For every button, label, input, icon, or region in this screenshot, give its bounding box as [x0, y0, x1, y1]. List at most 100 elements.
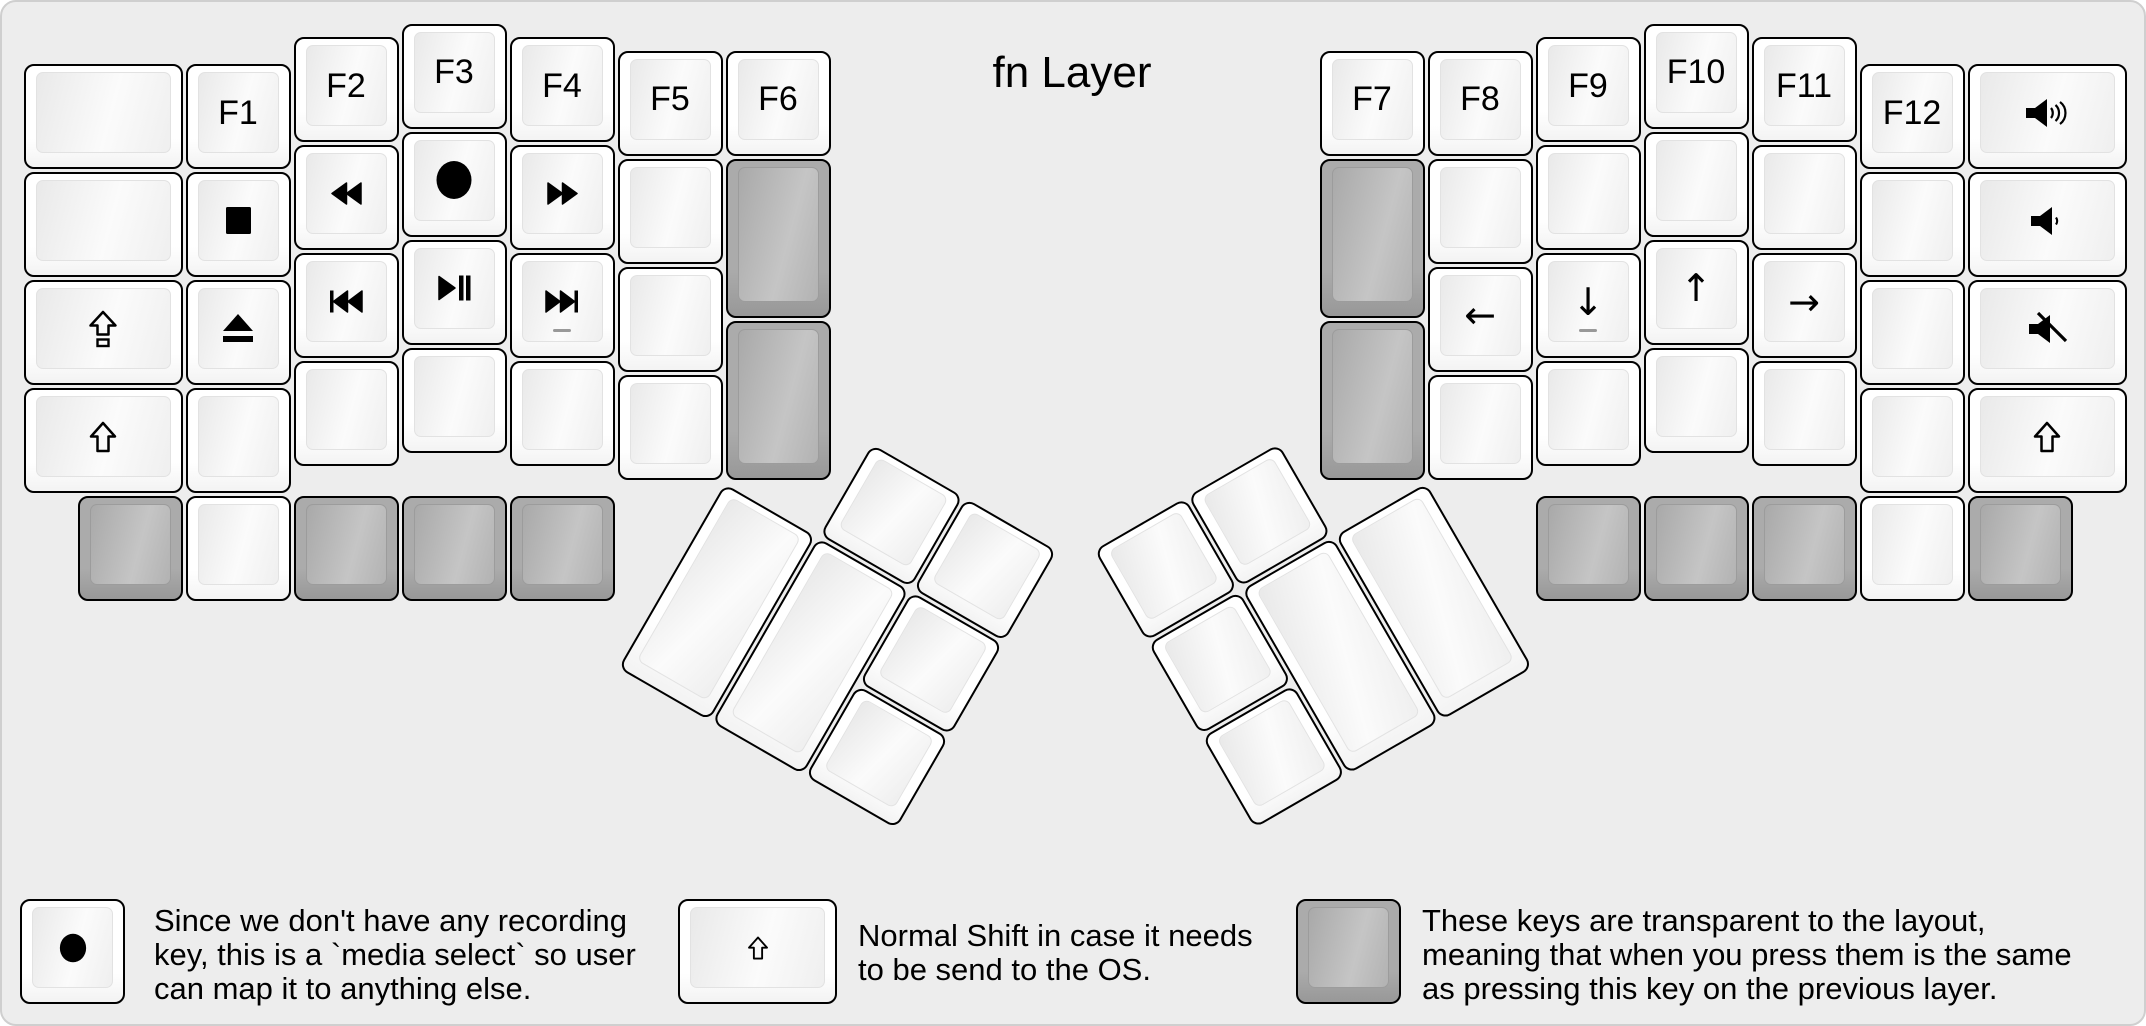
key-transparent[interactable] — [77, 496, 183, 601]
rewind-icon — [330, 182, 362, 205]
keycap-face — [629, 166, 711, 248]
key-blank[interactable] — [1535, 361, 1641, 466]
keycap-face — [1979, 396, 2115, 477]
keycap-face — [32, 907, 113, 988]
key-volume-up[interactable] — [1967, 64, 2127, 169]
keycap-face — [737, 328, 819, 464]
key-blank[interactable] — [1643, 347, 1749, 453]
arrow-left-icon: ← — [1464, 293, 1496, 337]
key-rewind[interactable] — [293, 145, 399, 250]
key-transparent[interactable] — [1643, 496, 1749, 601]
key-arrow-right[interactable]: → — [1751, 253, 1857, 358]
key-blank[interactable] — [1859, 172, 1965, 277]
keycap-face — [1871, 504, 1953, 585]
previous-track-icon — [329, 290, 363, 313]
key-blank[interactable] — [1427, 158, 1533, 264]
key-f11[interactable]: F11 — [1751, 37, 1857, 142]
keycap-face — [1979, 288, 2115, 369]
key-label: F1 — [218, 93, 258, 132]
keycap-face — [305, 153, 387, 234]
key-blank[interactable] — [185, 496, 291, 601]
keycap-face: F6 — [737, 58, 819, 140]
keycap-face — [1201, 456, 1313, 568]
keycap-face: F4 — [521, 45, 603, 126]
key-transparent[interactable] — [509, 496, 615, 601]
key-f8[interactable]: F8 — [1427, 50, 1533, 156]
key-blank[interactable] — [23, 172, 183, 277]
key-f9[interactable]: F9 — [1535, 37, 1641, 142]
key-transparent[interactable] — [1319, 320, 1425, 480]
key-fast-forward[interactable] — [509, 145, 615, 250]
keycap-face — [1871, 180, 1953, 261]
key-transparent[interactable] — [401, 496, 507, 601]
legend-note-3: These keys are transparent to the layout… — [1422, 904, 2072, 1006]
key-transparent[interactable] — [725, 320, 831, 480]
key-label: F6 — [758, 80, 798, 118]
key-blank[interactable] — [1859, 388, 1965, 493]
key-shift[interactable] — [23, 388, 183, 493]
keycap-face — [1439, 382, 1521, 464]
key-label: F5 — [650, 80, 690, 118]
key-record[interactable] — [401, 131, 507, 237]
key-capslock[interactable] — [23, 280, 183, 385]
key-f10[interactable]: F10 — [1643, 23, 1749, 129]
key-blank[interactable] — [1643, 131, 1749, 237]
key-stop[interactable] — [185, 172, 291, 277]
keycap-face — [521, 369, 603, 450]
key-arrow-left[interactable]: ← — [1427, 266, 1533, 372]
key-f3[interactable]: F3 — [401, 23, 507, 129]
key-blank[interactable] — [617, 266, 723, 372]
key-play-pause[interactable] — [401, 239, 507, 345]
key-label: F4 — [542, 66, 582, 105]
key-f6[interactable]: F6 — [725, 50, 831, 156]
keycap-face — [413, 247, 495, 329]
key-transparent[interactable] — [1751, 496, 1857, 601]
key-next-track[interactable] — [509, 253, 615, 358]
key-f4[interactable]: F4 — [509, 37, 615, 142]
key-blank[interactable] — [617, 374, 723, 480]
key-blank[interactable] — [1751, 145, 1857, 250]
keycap-face — [1871, 396, 1953, 477]
keycap-face: ← — [1439, 274, 1521, 356]
keycap-face: F11 — [1763, 45, 1845, 126]
key-mute[interactable] — [1967, 280, 2127, 385]
next-track-icon — [545, 290, 579, 313]
key-blank[interactable] — [617, 158, 723, 264]
key-transparent[interactable] — [1319, 158, 1425, 318]
volume-down-icon — [2030, 205, 2064, 237]
key-arrow-down[interactable]: ↓ — [1535, 253, 1641, 358]
key-transparent[interactable] — [725, 158, 831, 318]
keycap-face: F8 — [1439, 58, 1521, 140]
key-previous-track[interactable] — [293, 253, 399, 358]
key-blank[interactable] — [185, 388, 291, 493]
key-f7[interactable]: F7 — [1319, 50, 1425, 156]
key-blank[interactable] — [23, 64, 183, 169]
key-blank[interactable] — [1859, 496, 1965, 601]
key-transparent[interactable] — [1967, 496, 2073, 601]
key-shift[interactable] — [1967, 388, 2127, 493]
keycap-face — [690, 907, 825, 988]
key-f2[interactable]: F2 — [293, 37, 399, 142]
key-f12[interactable]: F12 — [1859, 64, 1965, 169]
keycap-face — [197, 288, 279, 369]
key-transparent[interactable] — [1535, 496, 1641, 601]
key-blank[interactable] — [1535, 145, 1641, 250]
key-f5[interactable]: F5 — [617, 50, 723, 156]
layer-title: fn Layer — [992, 48, 1152, 97]
key-arrow-up[interactable]: ↑ — [1643, 239, 1749, 345]
keycap-face — [931, 510, 1043, 622]
arrow-up-icon: ↑ — [1680, 266, 1712, 310]
key-blank[interactable] — [293, 361, 399, 466]
key-blank[interactable] — [1751, 361, 1857, 466]
key-eject[interactable] — [185, 280, 291, 385]
key-blank[interactable] — [1427, 374, 1533, 480]
play-pause-icon — [437, 275, 471, 301]
key-f1[interactable]: F1 — [185, 64, 291, 169]
key-transparent[interactable] — [293, 496, 399, 601]
key-blank[interactable] — [1859, 280, 1965, 385]
key-blank[interactable] — [509, 361, 615, 466]
key-volume-down[interactable] — [1967, 172, 2127, 277]
key-blank[interactable] — [401, 347, 507, 453]
key-label: F9 — [1568, 66, 1608, 105]
legend-text-line: These keys are transparent to the layout… — [1422, 903, 1986, 938]
